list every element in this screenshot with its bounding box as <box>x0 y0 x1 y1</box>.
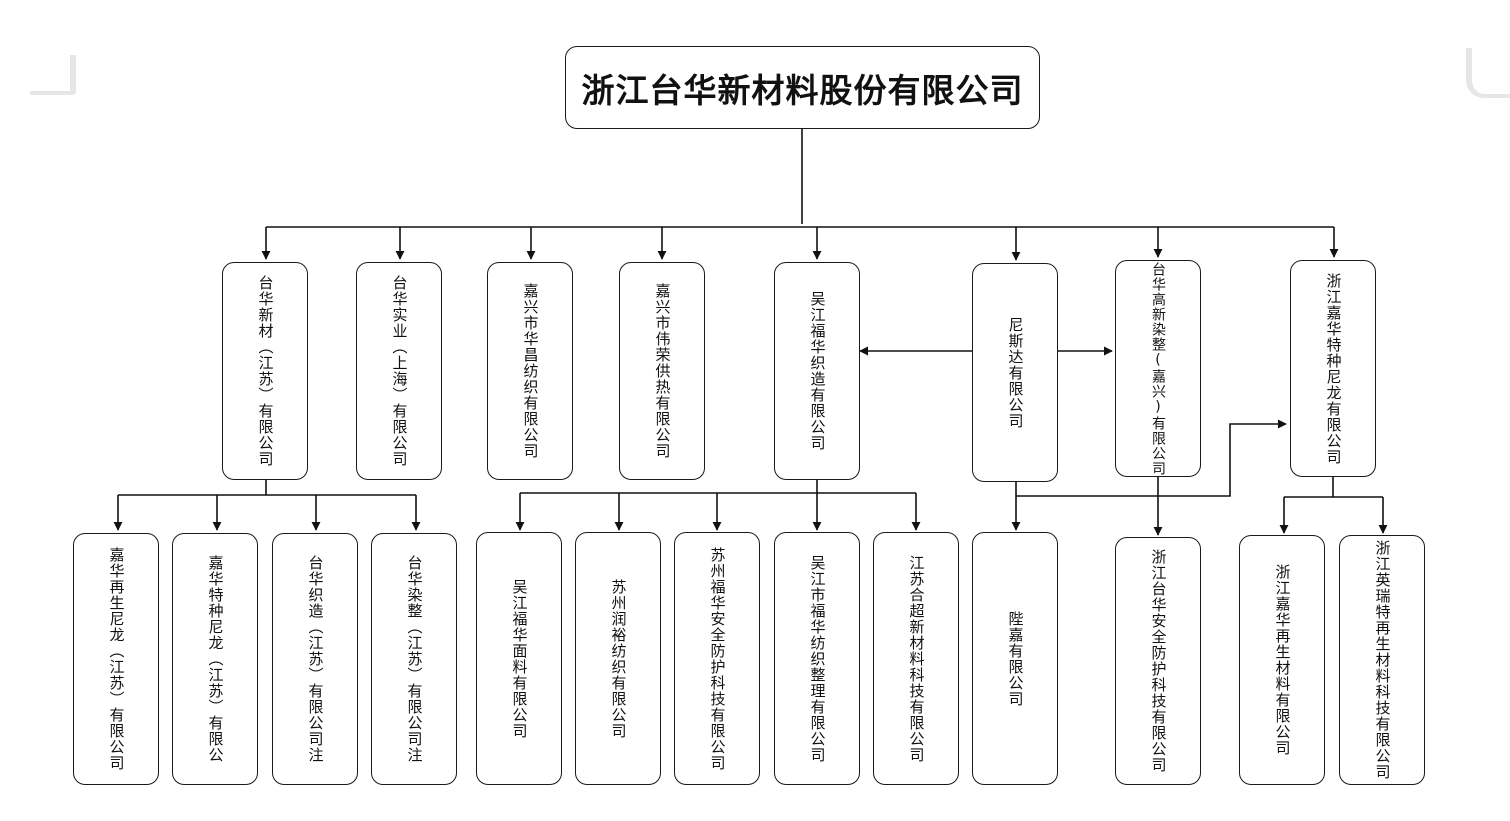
subsidiary-node: 台华高新染整(嘉兴)有限公司 <box>1115 260 1201 477</box>
sub-subsidiary-node: 台华织造（江苏）有限公司注 <box>272 533 358 785</box>
sub-subsidiary-node: 台华染整（江苏）有限公司注 <box>371 533 457 785</box>
sub-subsidiary-node: 苏州润裕纺织有限公司 <box>575 532 661 785</box>
subsidiary-node: 尼斯达有限公司 <box>972 263 1058 482</box>
sub-subsidiary-label: 嘉华再生尼龙（江苏）有限公司 <box>107 547 126 771</box>
subsidiary-label: 台华实业（上海）有限公司 <box>390 275 409 467</box>
corner-mark-left <box>30 55 76 95</box>
sub-subsidiary-node: 吴江福华面料有限公司 <box>476 532 562 785</box>
sub-subsidiary-label: 浙江嘉华再生材料有限公司 <box>1273 564 1292 756</box>
sub-subsidiary-label: 苏州福华安全防护科技有限公司 <box>708 546 727 771</box>
sub-subsidiary-label: 江苏合超新材料科技有限公司 <box>907 554 926 763</box>
root-company-node: 浙江台华新材料股份有限公司 <box>565 46 1040 129</box>
sub-subsidiary-node: 浙江嘉华再生材料有限公司 <box>1239 535 1325 785</box>
sub-subsidiary-label: 浙江台华安全防护科技有限公司 <box>1149 549 1168 773</box>
sub-subsidiary-node: 陛嘉有限公司 <box>972 532 1058 785</box>
subsidiary-node: 台华新材（江苏）有限公司 <box>222 262 308 480</box>
sub-subsidiary-label: 台华织造（江苏）有限公司注 <box>306 555 325 763</box>
sub-subsidiary-node: 江苏合超新材料科技有限公司 <box>873 532 959 785</box>
subsidiary-label: 吴江福华织造有限公司 <box>808 291 827 451</box>
sub-subsidiary-label: 浙江英瑞特再生材料科技有限公司 <box>1373 540 1392 780</box>
subsidiary-label: 台华高新染整(嘉兴)有限公司 <box>1150 261 1166 476</box>
sub-subsidiary-label: 苏州润裕纺织有限公司 <box>609 578 628 739</box>
sub-subsidiary-node: 苏州福华安全防护科技有限公司 <box>674 532 760 785</box>
subsidiary-label: 尼斯达有限公司 <box>1006 316 1025 429</box>
sub-subsidiary-label: 吴江福华面料有限公司 <box>510 578 529 739</box>
subsidiary-label: 浙江嘉华特种尼龙有限公司 <box>1324 272 1343 465</box>
subsidiary-node: 嘉兴市伟荣供热有限公司 <box>619 262 705 480</box>
sub-subsidiary-label: 吴江市福华纺织整理有限公司 <box>808 554 827 763</box>
sub-subsidiary-node: 吴江市福华纺织整理有限公司 <box>774 532 860 785</box>
subsidiary-node: 台华实业（上海）有限公司 <box>356 262 442 480</box>
edge-l1-6-to-l1-8 <box>1016 419 1287 497</box>
root-company-label: 浙江台华新材料股份有限公司 <box>581 70 1024 110</box>
subsidiary-label: 嘉兴市伟荣供热有限公司 <box>653 283 672 459</box>
subsidiary-node: 吴江福华织造有限公司 <box>774 262 860 480</box>
sub-subsidiary-node: 浙江台华安全防护科技有限公司 <box>1115 537 1201 785</box>
subsidiary-node: 嘉兴市华昌纺织有限公司 <box>487 262 573 480</box>
subsidiary-label: 台华新材（江苏）有限公司 <box>256 275 275 467</box>
sub-subsidiary-label: 陛嘉有限公司 <box>1006 610 1025 707</box>
sub-subsidiary-label: 台华染整（江苏）有限公司注 <box>405 555 424 763</box>
sub-subsidiary-node: 嘉华特种尼龙（江苏）有限公 <box>172 533 258 785</box>
sub-subsidiary-node: 浙江英瑞特再生材料科技有限公司 <box>1339 535 1425 785</box>
sub-subsidiary-node: 嘉华再生尼龙（江苏）有限公司 <box>73 533 159 785</box>
corner-mark-right <box>1466 48 1510 98</box>
subsidiary-node: 浙江嘉华特种尼龙有限公司 <box>1290 260 1376 477</box>
sub-subsidiary-label: 嘉华特种尼龙（江苏）有限公 <box>206 555 225 763</box>
subsidiary-label: 嘉兴市华昌纺织有限公司 <box>521 283 540 459</box>
